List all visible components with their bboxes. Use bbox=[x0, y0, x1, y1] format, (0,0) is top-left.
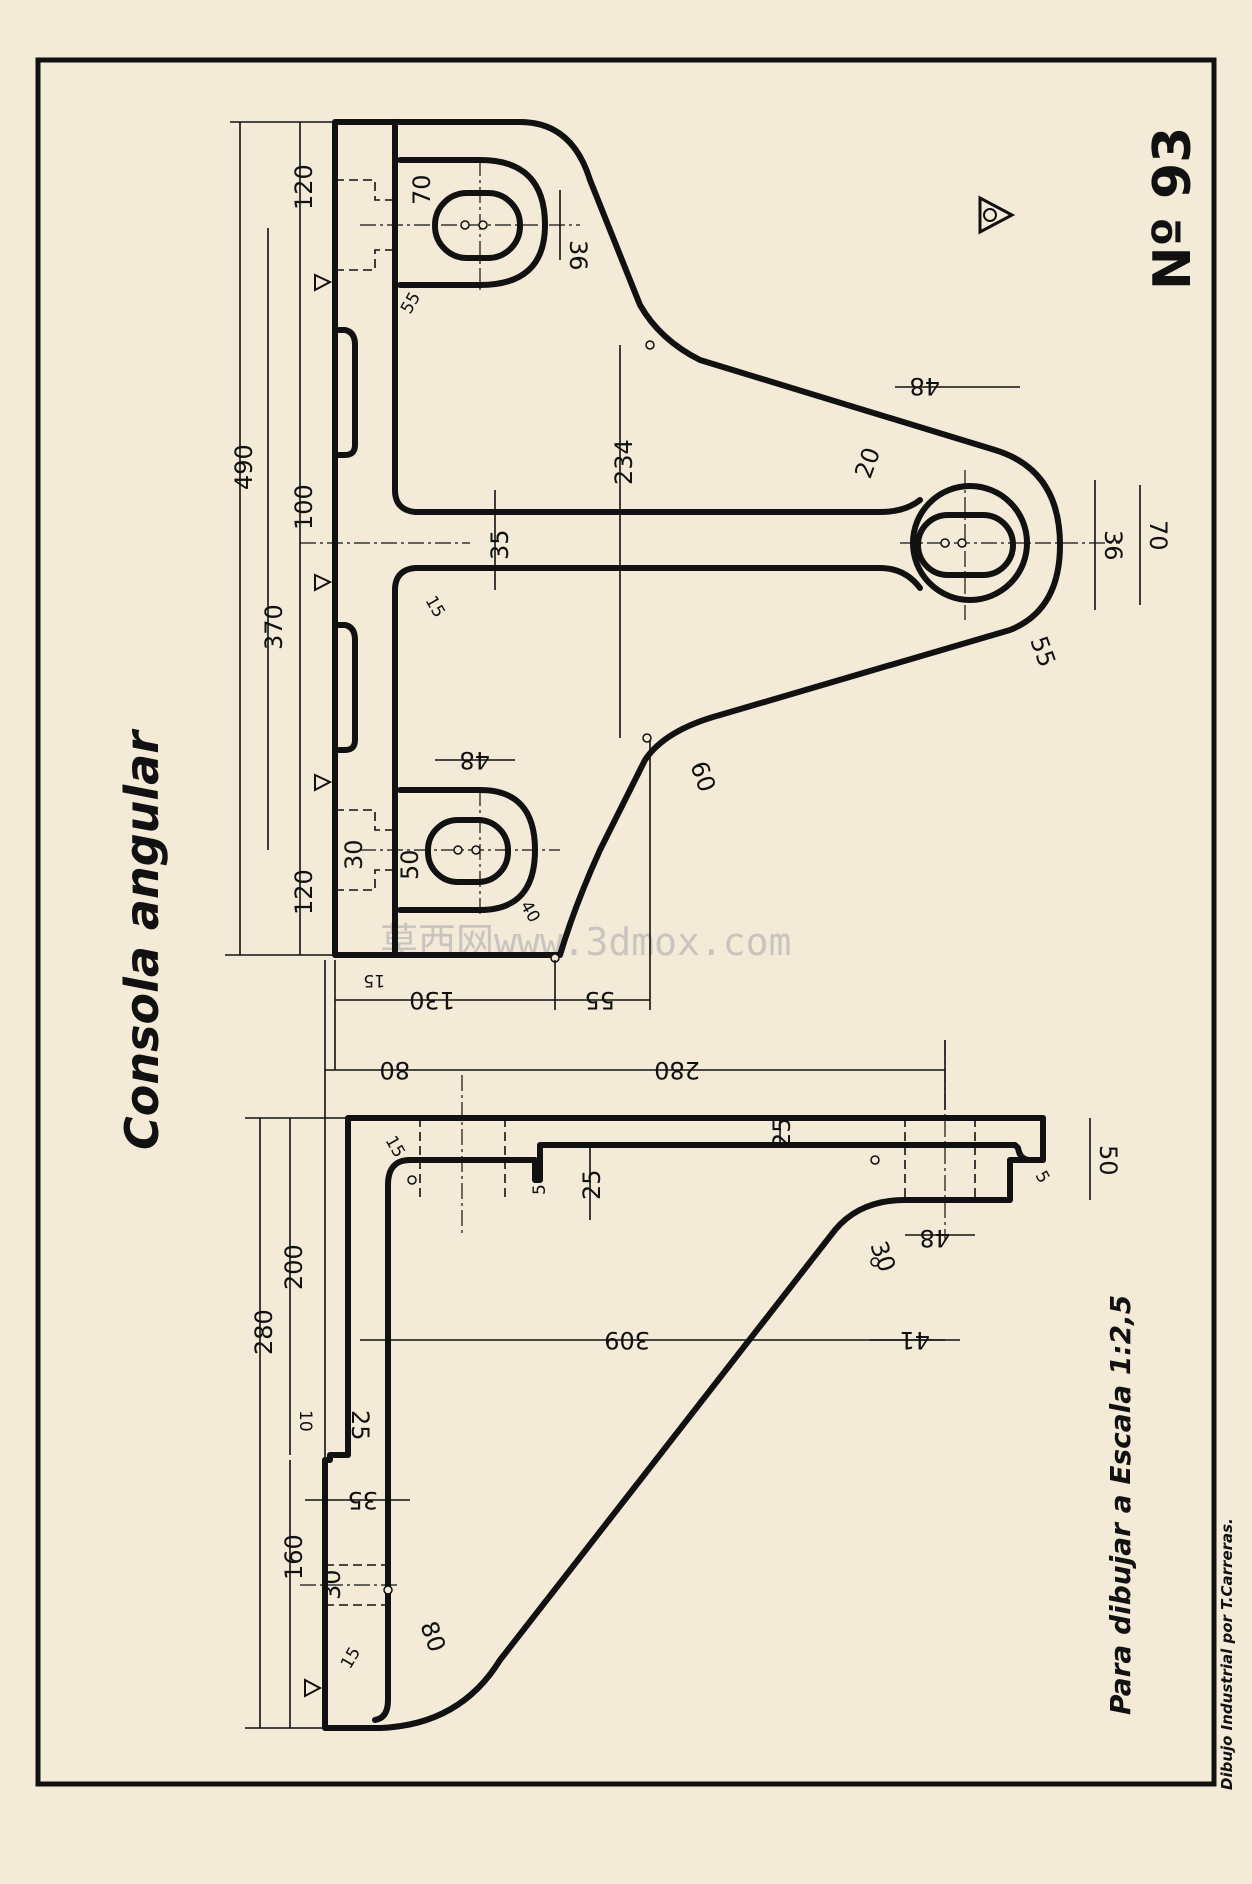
side-view-outline bbox=[322, 1115, 1046, 1731]
dim-top-234: 234 bbox=[610, 439, 638, 485]
dim-side-200: 200 bbox=[280, 1244, 308, 1290]
dim-side-5b: 5 bbox=[1031, 1168, 1054, 1187]
credit-line: Dibujo Industrial por T.Carreras. bbox=[1218, 1518, 1236, 1790]
dim-top-36a: 36 bbox=[564, 240, 592, 271]
dim-side-35: 35 bbox=[347, 1486, 378, 1514]
dim-side-25a: 25 bbox=[768, 1117, 796, 1148]
dim-top-70b: 70 bbox=[1144, 520, 1172, 551]
dim-top-120a: 120 bbox=[290, 164, 318, 210]
drawing-title: Consola angular bbox=[115, 728, 169, 1150]
border-frame bbox=[35, 57, 1217, 1787]
dim-top-30: 30 bbox=[340, 839, 368, 870]
dim-top-120b: 120 bbox=[290, 869, 318, 915]
dim-side-160: 160 bbox=[280, 1534, 308, 1580]
dim-side-80: 80 bbox=[379, 1056, 410, 1084]
dim-side-280b: 280 bbox=[250, 1309, 278, 1355]
dim-top-370: 370 bbox=[260, 604, 288, 650]
dim-top-490: 490 bbox=[230, 444, 258, 490]
scale-note: Para dibujar a Escala 1:2,5 bbox=[1104, 1295, 1137, 1715]
dim-side-41: 41 bbox=[899, 1326, 930, 1354]
dim-side-309: 309 bbox=[604, 1326, 650, 1354]
top-view-notches bbox=[332, 327, 358, 753]
dim-top-50: 50 bbox=[396, 849, 424, 880]
dim-side-30a: 30 bbox=[864, 1237, 901, 1275]
dim-top-55c: 55 bbox=[584, 986, 615, 1014]
dim-side-25c: 25 bbox=[346, 1410, 374, 1441]
dim-top-15b: 15 bbox=[363, 970, 385, 990]
dim-top-15a: 15 bbox=[421, 593, 449, 622]
dim-top-130: 130 bbox=[409, 986, 455, 1014]
dim-side-50: 50 bbox=[1094, 1145, 1122, 1176]
dim-top-55a: 55 bbox=[397, 289, 425, 318]
top-view-flange bbox=[392, 119, 923, 515]
top-view-lower-slot bbox=[425, 817, 511, 885]
side-view: 80 280 280 200 160 15 25 5 25 50 5 30 48… bbox=[245, 960, 1122, 1731]
dim-top-36b: 36 bbox=[1099, 530, 1127, 561]
dim-side-15b: 15 bbox=[337, 1644, 365, 1673]
dim-top-48b: 48 bbox=[459, 746, 490, 774]
dim-top-100: 100 bbox=[290, 484, 318, 530]
machining-symbol-icon bbox=[978, 195, 1016, 235]
dim-top-48a: 48 bbox=[909, 372, 940, 400]
plate-number: Nº 93 bbox=[1143, 127, 1203, 290]
top-view-outline bbox=[332, 119, 1063, 958]
dim-side-25b: 25 bbox=[578, 1169, 606, 1200]
dim-side-15a: 15 bbox=[381, 1133, 409, 1162]
dim-side-80b: 80 bbox=[414, 1617, 451, 1655]
dim-top-20: 20 bbox=[849, 444, 886, 482]
dim-side-48: 48 bbox=[919, 1224, 950, 1252]
top-view-flange-lower bbox=[392, 565, 923, 958]
dim-side-30b: 30 bbox=[318, 1569, 346, 1600]
dim-top-35: 35 bbox=[486, 529, 514, 560]
dim-top-60: 60 bbox=[684, 757, 721, 795]
dim-top-55b: 55 bbox=[1024, 632, 1061, 670]
side-view-inner bbox=[372, 1142, 1046, 1723]
dim-side-10: 10 bbox=[295, 1410, 315, 1432]
top-view-right-slot bbox=[915, 512, 1016, 578]
dim-side-280a: 280 bbox=[654, 1056, 700, 1084]
dim-top-70a: 70 bbox=[408, 174, 436, 205]
dim-side-5a: 5 bbox=[530, 1184, 550, 1195]
